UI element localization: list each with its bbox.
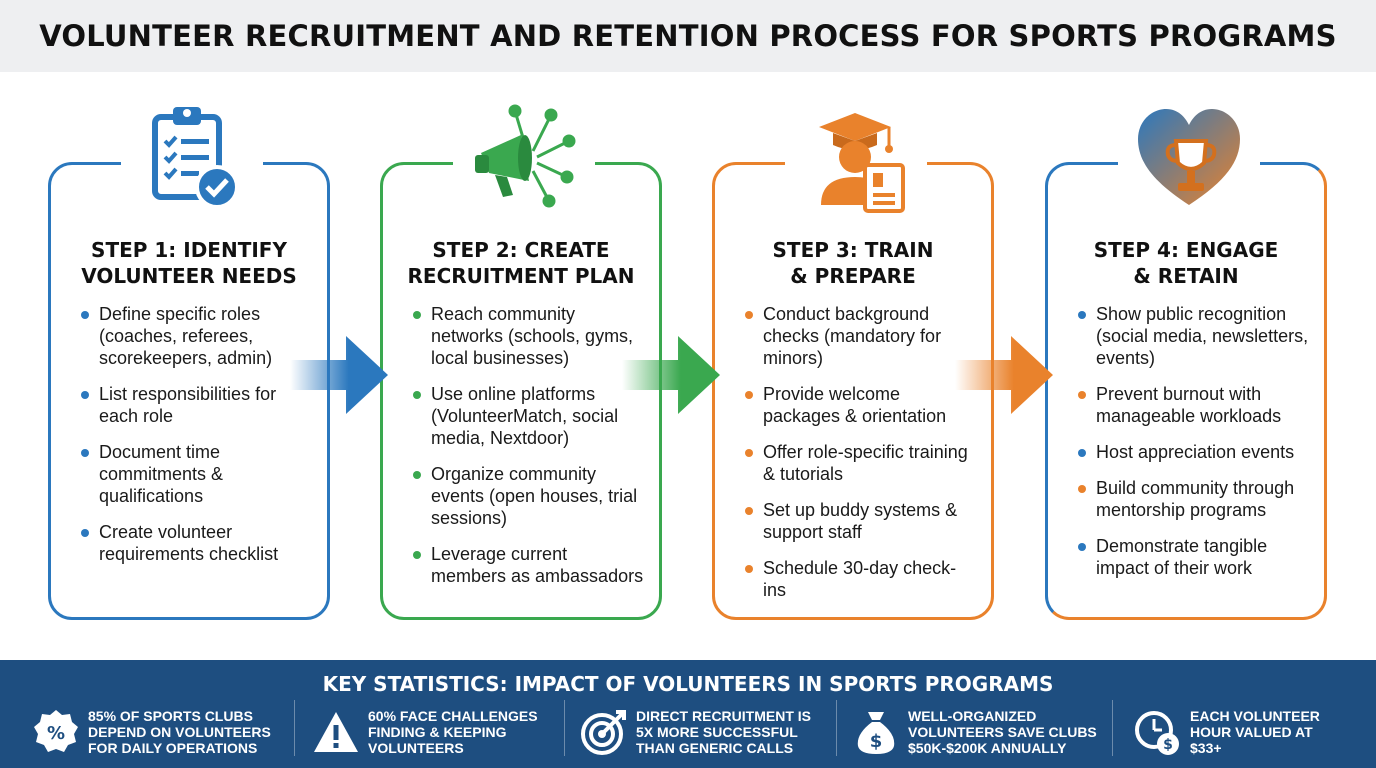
step-3-card: STEP 3: TRAIN& PREPARE Conduct backgroun… <box>712 113 994 620</box>
stat-divider <box>564 700 565 756</box>
list-item: Provide welcome packages & orientation <box>745 383 979 427</box>
arrow-right-icon <box>622 336 720 414</box>
list-item: Demonstrate tangible impact of their wor… <box>1078 535 1312 579</box>
svg-text:$: $ <box>1163 737 1173 753</box>
stat-item: % 85% of sports clubs depend on voluntee… <box>32 702 271 762</box>
stat-text: Direct recruitment is 5x more successful… <box>636 708 811 756</box>
list-item: Leverage current members as ambassadors <box>413 543 647 587</box>
stat-divider <box>294 700 295 756</box>
step-4-list: Show public recognition (social media, n… <box>1078 303 1312 593</box>
warning-triangle-icon <box>314 712 358 752</box>
step-2-list: Reach community networks (schools, gyms,… <box>413 303 647 601</box>
list-item: Offer role-specific training & tutorials <box>745 441 979 485</box>
stat-text: Each volunteer hour valued at $33+ <box>1190 708 1320 756</box>
list-item: Use online platforms (VolunteerMatch, so… <box>413 383 647 449</box>
step-4-card: STEP 4: ENGAGE& RETAIN Show public recog… <box>1045 109 1327 620</box>
list-item: Prevent burnout with manageable workload… <box>1078 383 1312 427</box>
arrow-right-icon <box>955 336 1053 414</box>
step-3-list: Conduct background checks (mandatory for… <box>745 303 979 615</box>
key-statistics-panel: KEY STATISTICS: IMPACT OF VOLUNTEERS IN … <box>0 660 1376 768</box>
list-item: Build community through mentorship progr… <box>1078 477 1312 521</box>
arrow-right-icon <box>290 336 388 414</box>
list-item: Define specific roles (coaches, referees… <box>81 303 315 369</box>
stats-heading: KEY STATISTICS: IMPACT OF VOLUNTEERS IN … <box>322 672 1054 696</box>
list-item: Set up buddy systems & support staff <box>745 499 979 543</box>
step-4-title: STEP 4: ENGAGE& RETAIN <box>1093 238 1279 288</box>
percent-badge-icon: % <box>34 710 78 752</box>
megaphone-network-icon <box>475 104 576 208</box>
step-3-title: STEP 3: TRAIN& PREPARE <box>772 238 934 288</box>
list-item: Host appreciation events <box>1078 441 1312 463</box>
stat-text: Well-organized volunteers save clubs $50… <box>908 708 1097 756</box>
stat-item: 60% face challenges finding & keeping vo… <box>312 702 538 762</box>
stat-item: Direct recruitment is 5x more successful… <box>580 702 811 762</box>
step-1-list: Define specific roles (coaches, referees… <box>81 303 315 579</box>
svg-text:$: $ <box>870 731 883 752</box>
stat-text: 60% face challenges finding & keeping vo… <box>368 708 538 756</box>
stat-item: $ Well-organized volunteers save clubs $… <box>852 702 1097 762</box>
money-bag-icon: $ <box>857 712 895 754</box>
list-item: Show public recognition (social media, n… <box>1078 303 1312 369</box>
list-item: List responsibilities for each role <box>81 383 315 427</box>
clipboard-checklist-icon <box>152 107 239 209</box>
graduate-certificate-icon <box>819 113 905 213</box>
page-title: VOLUNTEER RECRUITMENT AND RETENTION PROC… <box>39 19 1337 53</box>
list-item: Reach community networks (schools, gyms,… <box>413 303 647 369</box>
svg-text:%: % <box>47 723 65 744</box>
title-bar: VOLUNTEER RECRUITMENT AND RETENTION PROC… <box>0 0 1376 72</box>
stat-item: $ Each volunteer hour valued at $33+ <box>1134 702 1320 762</box>
list-item: Organize community events (open houses, … <box>413 463 647 529</box>
list-item: Conduct background checks (mandatory for… <box>745 303 979 369</box>
heart-trophy-icon <box>1138 109 1240 205</box>
list-item: Schedule 30-day check-ins <box>745 557 979 601</box>
target-arrow-icon <box>581 710 626 755</box>
list-item: Document time commitments & qualificatio… <box>81 441 315 507</box>
clock-dollar-icon: $ <box>1135 711 1179 755</box>
list-item: Create volunteer requirements checklist <box>81 521 315 565</box>
stat-text: 85% of sports clubs depend on volunteers… <box>88 708 271 756</box>
stat-divider <box>836 700 837 756</box>
stat-divider <box>1112 700 1113 756</box>
